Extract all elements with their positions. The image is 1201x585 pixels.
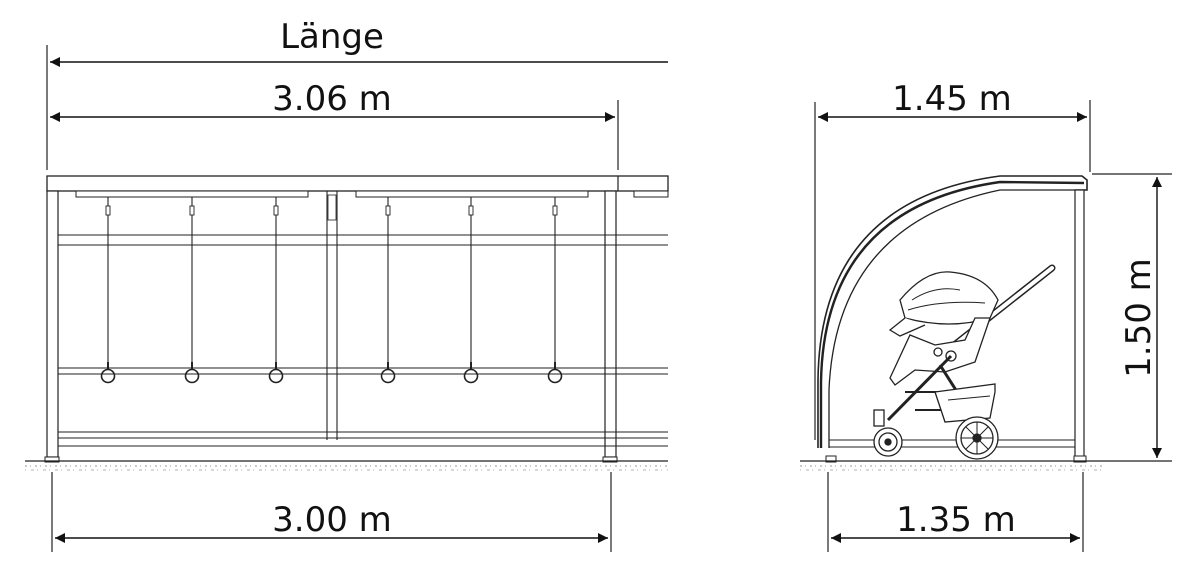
length-label: Länge xyxy=(280,17,384,57)
side-roof-depth-dimension: 1.45 m xyxy=(814,79,1091,440)
side-footprint-depth-dimension: 1.35 m xyxy=(827,472,1084,552)
side-view: 1.45 m xyxy=(800,79,1172,552)
hook xyxy=(463,197,479,384)
stroller-illustration xyxy=(873,264,1056,460)
hook xyxy=(268,197,284,384)
footprint-width-label: 3.00 m xyxy=(272,500,392,540)
side-ground xyxy=(800,460,1105,471)
hanging-hooks xyxy=(100,197,563,384)
hook xyxy=(547,197,563,384)
hook xyxy=(380,197,396,384)
front-roof xyxy=(46,175,669,198)
front-rails xyxy=(58,234,668,447)
roof-width-dimension: 3.06 m xyxy=(50,79,619,170)
hook xyxy=(100,197,116,384)
hook xyxy=(184,197,200,384)
side-footprint-depth-label: 1.35 m xyxy=(896,500,1016,540)
length-dimension: Länge xyxy=(46,17,668,170)
front-ground xyxy=(25,460,668,471)
side-height-label: 1.50 m xyxy=(1119,258,1159,378)
front-posts xyxy=(44,190,618,463)
side-roof-depth-label: 1.45 m xyxy=(892,79,1012,119)
side-height-dimension: 1.50 m xyxy=(1092,173,1172,462)
front-view: Länge 3.06 m xyxy=(25,17,669,552)
roof-width-label: 3.06 m xyxy=(272,79,392,119)
side-shell xyxy=(817,175,1088,463)
footprint-width-dimension: 3.00 m xyxy=(51,472,612,552)
